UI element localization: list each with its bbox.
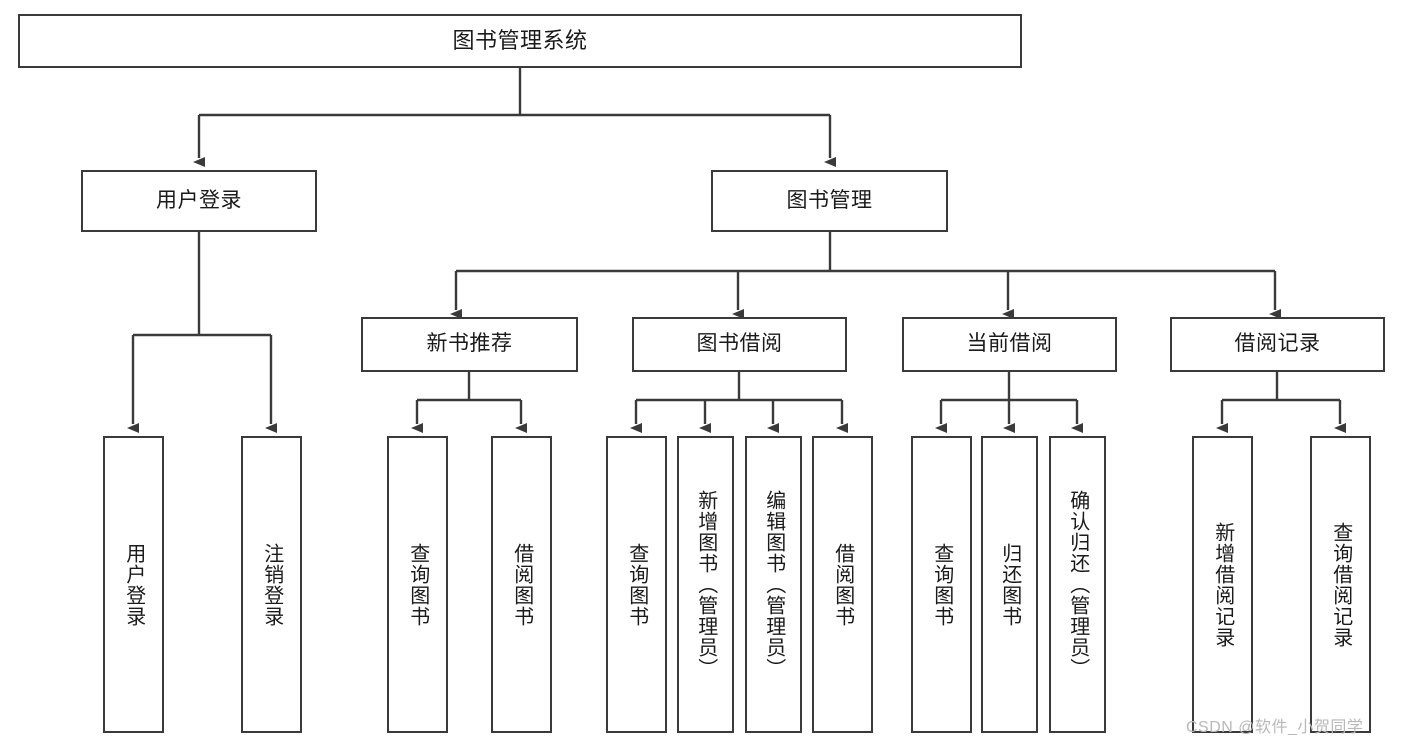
leaf-add-book[interactable]: 新增图书（管理员）: [677, 436, 734, 733]
node-book-borrow[interactable]: 图书借阅: [632, 317, 847, 372]
node-current-borrow[interactable]: 当前借阅: [902, 317, 1117, 372]
node-label: 用户登录: [122, 542, 145, 627]
leaf-edit-book[interactable]: 编辑图书（管理员）: [745, 436, 802, 733]
node-label: 借阅图书: [510, 542, 533, 627]
node-label: 图书借阅: [696, 332, 783, 356]
node-label: 借阅记录: [1234, 332, 1321, 356]
node-user-login[interactable]: 用户登录: [81, 170, 317, 232]
leaf-return-book[interactable]: 归还图书: [981, 436, 1038, 733]
leaf-query-book-3[interactable]: 查询图书: [911, 436, 972, 733]
leaf-query-book-2[interactable]: 查询图书: [606, 436, 667, 733]
node-label: 归还图书: [998, 542, 1021, 627]
node-book-management[interactable]: 图书管理: [711, 170, 948, 232]
node-label: 当前借阅: [966, 332, 1053, 356]
node-label: 新增借阅记录: [1211, 521, 1234, 648]
leaf-user-login[interactable]: 用户登录: [103, 436, 164, 733]
node-label: 查询图书: [930, 542, 953, 627]
leaf-add-borrow-record[interactable]: 新增借阅记录: [1192, 436, 1253, 733]
node-label: 借阅图书: [831, 542, 854, 627]
node-label: 新书推荐: [426, 332, 513, 356]
node-label: 编辑图书（管理员）: [762, 490, 785, 679]
node-borrow-record[interactable]: 借阅记录: [1170, 317, 1385, 372]
node-label: 新增图书（管理员）: [694, 490, 717, 679]
leaf-confirm-return[interactable]: 确认归还（管理员）: [1049, 436, 1106, 733]
node-new-book-recommend[interactable]: 新书推荐: [361, 317, 578, 372]
leaf-query-borrow-record[interactable]: 查询借阅记录: [1310, 436, 1371, 733]
node-label: 查询图书: [406, 542, 429, 627]
node-label: 注销登录: [260, 542, 283, 627]
node-label: 确认归还（管理员）: [1066, 490, 1089, 679]
node-label: 用户登录: [156, 188, 242, 212]
leaf-logout[interactable]: 注销登录: [241, 436, 302, 733]
node-label: 图书管理: [786, 188, 873, 212]
leaf-borrow-book-1[interactable]: 借阅图书: [491, 436, 552, 733]
node-root-system[interactable]: 图书管理系统: [18, 14, 1022, 68]
watermark-text: CSDN @软件_小贺同学: [1186, 719, 1364, 736]
node-label: 查询借阅记录: [1329, 521, 1352, 648]
leaf-query-book-1[interactable]: 查询图书: [387, 436, 448, 733]
leaf-borrow-book-2[interactable]: 借阅图书: [812, 436, 873, 733]
node-label: 查询图书: [625, 542, 648, 627]
node-label: 图书管理系统: [452, 28, 588, 54]
